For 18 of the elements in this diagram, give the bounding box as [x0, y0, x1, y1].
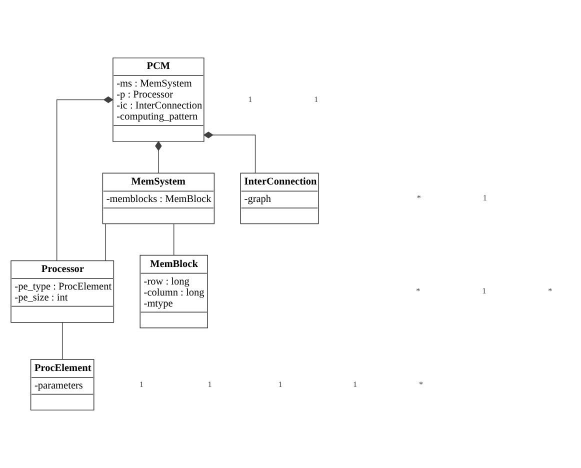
label: 1: [353, 380, 358, 389]
connector: [62, 322, 63, 360]
label: 1: [208, 380, 212, 389]
label: 1: [140, 380, 144, 389]
connector: [105, 224, 106, 261]
label: *: [416, 286, 420, 296]
label: 1: [278, 380, 282, 389]
label: 1: [248, 94, 252, 104]
connector: [173, 224, 174, 256]
label: 1: [482, 286, 486, 296]
connector: [155, 140, 162, 174]
connector: [56, 96, 114, 262]
label: *: [419, 380, 424, 389]
label: *: [548, 286, 552, 296]
label: *: [416, 193, 421, 202]
label: 1: [314, 94, 318, 104]
label: 1: [482, 193, 487, 202]
connector: [203, 132, 256, 174]
